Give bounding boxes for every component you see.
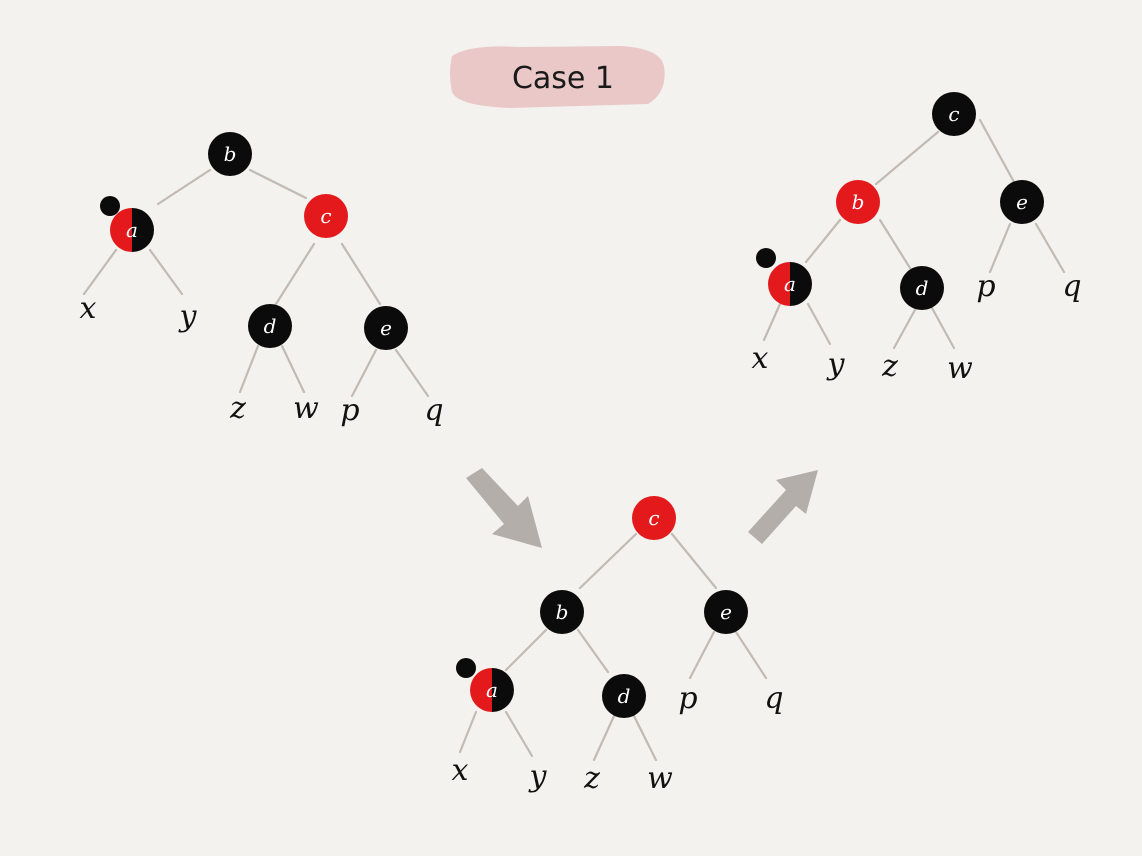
edge: [394, 348, 430, 398]
extra-black-marker: [456, 658, 476, 678]
leaf-w: w: [293, 391, 319, 426]
extra-black-marker: [756, 248, 776, 268]
edge: [576, 628, 610, 674]
title-highlight: [450, 46, 665, 108]
leaf-p: p: [976, 269, 995, 304]
edge: [988, 222, 1012, 274]
svg-text:a: a: [126, 218, 138, 242]
leaf-w: w: [947, 351, 973, 386]
down-right-arrow: [466, 468, 542, 548]
up-right-arrow: [748, 470, 818, 544]
edge: [592, 714, 616, 762]
svg-text:c: c: [320, 204, 331, 228]
svg-text:e: e: [380, 316, 392, 340]
leaf-z: z: [583, 761, 600, 796]
edge: [762, 302, 782, 342]
node-a: a: [100, 196, 154, 252]
svg-text:b: b: [556, 600, 569, 624]
leaf-p: p: [340, 393, 359, 428]
node-b: b: [540, 590, 584, 634]
edge: [504, 628, 548, 672]
node-b: b: [836, 180, 880, 224]
leaf-q: q: [424, 393, 443, 428]
leaf-w: w: [647, 761, 673, 796]
svg-text:b: b: [224, 142, 237, 166]
node-e: e: [704, 590, 748, 634]
leaf-q: q: [764, 681, 783, 716]
node-a: a: [756, 248, 812, 306]
extra-black-marker: [100, 196, 120, 216]
leaf-z: z: [229, 391, 246, 426]
node-d: d: [900, 266, 944, 310]
edge: [82, 248, 118, 296]
tree-before: b a c d e x y z w p q: [80, 132, 444, 428]
svg-text:b: b: [852, 190, 865, 214]
svg-text:d: d: [264, 314, 277, 338]
svg-text:e: e: [1016, 190, 1028, 214]
node-c: c: [632, 496, 676, 540]
svg-text:a: a: [784, 272, 796, 296]
node-d: d: [248, 304, 292, 348]
svg-text:c: c: [648, 506, 659, 530]
edge: [874, 130, 940, 186]
edge: [632, 714, 658, 762]
node-d: d: [602, 674, 646, 718]
node-b: b: [208, 132, 252, 176]
tree-middle: c b e a d x y z w p q: [452, 496, 784, 796]
edge: [280, 344, 306, 394]
edge: [340, 242, 382, 306]
edge: [148, 248, 184, 296]
svg-text:a: a: [486, 678, 498, 702]
edge: [688, 630, 716, 680]
edge: [670, 532, 718, 590]
edge: [156, 168, 212, 206]
leaf-x: x: [452, 753, 469, 788]
edge: [578, 532, 638, 590]
edge: [878, 218, 912, 270]
edge: [238, 344, 260, 394]
node-a: a: [456, 658, 514, 712]
leaf-q: q: [1062, 269, 1081, 304]
edge: [274, 242, 316, 306]
svg-text:d: d: [916, 276, 929, 300]
leaf-x: x: [80, 291, 97, 326]
node-e: e: [364, 306, 408, 350]
leaf-y: y: [528, 759, 548, 794]
tree-after: c b e a d x y z w p q: [752, 92, 1082, 386]
edge: [1034, 222, 1066, 274]
edge: [504, 710, 534, 758]
node-c: c: [304, 194, 348, 238]
leaf-y: y: [178, 299, 198, 334]
edge: [892, 306, 918, 350]
svg-text:c: c: [948, 102, 959, 126]
edge: [978, 118, 1016, 184]
node-c: c: [932, 92, 976, 136]
svg-text:d: d: [618, 684, 631, 708]
edge: [804, 218, 842, 264]
leaf-x: x: [752, 341, 769, 376]
edge: [806, 302, 832, 346]
leaf-z: z: [881, 349, 898, 384]
svg-text:e: e: [720, 600, 732, 624]
edge: [350, 348, 378, 398]
leaf-p: p: [678, 681, 697, 716]
edge: [458, 710, 478, 754]
edge: [930, 306, 956, 350]
edge: [734, 630, 768, 680]
case-title: Case 1: [512, 61, 614, 96]
title-block: Case 1: [450, 46, 665, 108]
leaf-y: y: [826, 347, 846, 382]
edge: [248, 168, 308, 200]
node-e: e: [1000, 180, 1044, 224]
